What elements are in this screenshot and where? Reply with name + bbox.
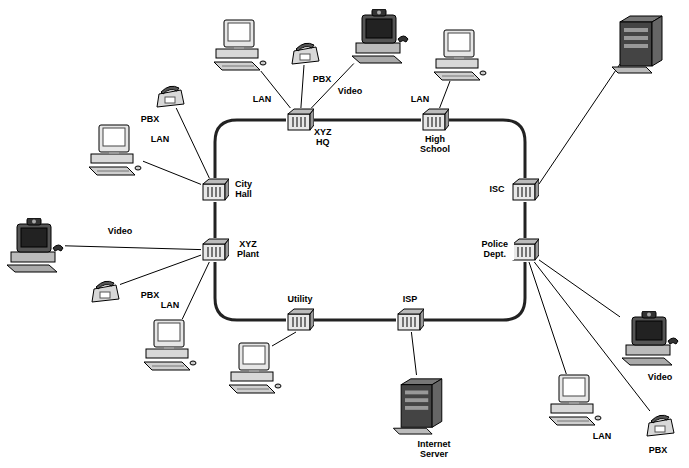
network-switch: Police Dept. (511, 238, 539, 262)
video-terminal-graphic (620, 311, 680, 366)
computer-icon: LAN (432, 29, 488, 81)
node-label: ISC (489, 185, 506, 195)
device-link (539, 260, 620, 317)
ring-link (314, 119, 421, 122)
computer-icon (229, 343, 281, 393)
node-label: Police Dept. (476, 240, 514, 260)
node-label: PBX (648, 446, 669, 456)
device-link (176, 108, 209, 178)
network-switch: ISP (396, 308, 424, 332)
phone-icon-graphic (90, 277, 120, 303)
video-terminal-graphic (350, 9, 410, 64)
device-link (311, 64, 353, 109)
device-link (65, 246, 201, 250)
video-terminal-graphic (5, 218, 65, 273)
phone-icon-graphic (290, 39, 320, 65)
phone-icon: PBX (645, 411, 675, 437)
device-link (411, 332, 416, 375)
phone-icon: PBX (90, 277, 120, 303)
node-label: Internet Server (417, 440, 452, 460)
network-switch: Utility (286, 308, 314, 332)
network-switch-graphic (286, 108, 314, 132)
computer-icon: LAN (212, 19, 268, 71)
node-label: PBX (140, 115, 161, 125)
network-switch: XYZ Plant (201, 238, 229, 262)
node-label: XYZ HQ (313, 128, 333, 148)
computer-icon-graphic (432, 29, 488, 81)
video-terminal: Video (350, 9, 410, 64)
computer-icon-graphic (142, 319, 198, 371)
device-link (301, 65, 304, 108)
device-link (120, 255, 201, 284)
node-label: LAN (160, 301, 181, 311)
node-label: LAN (150, 135, 171, 145)
video-terminal: Video (5, 218, 65, 273)
network-switch: City Hall (201, 178, 229, 202)
server-icon: Internet Server (393, 375, 448, 435)
phone-icon: PBX (290, 39, 320, 65)
phone-icon-graphic (645, 411, 675, 437)
node-label: ISP (402, 295, 419, 305)
leader-line (272, 332, 296, 346)
network-switch-graphic (286, 308, 314, 332)
leader-line (539, 64, 620, 184)
network-switch: XYZ HQ (286, 108, 314, 132)
network-switch-graphic (511, 178, 539, 202)
network-switch-graphic (201, 238, 229, 262)
ring-link (215, 262, 286, 320)
computer-icon: LAN (142, 319, 198, 371)
node-label: PBX (312, 75, 333, 85)
node-label: Utility (286, 295, 313, 305)
node-label: Video (647, 373, 673, 383)
network-switch-graphic (421, 108, 449, 132)
computer-icon: LAN (87, 124, 143, 176)
node-label: City Hall (234, 180, 253, 200)
network-switch-graphic (396, 308, 424, 332)
network-switch: ISC (511, 178, 539, 202)
ring-link (524, 202, 527, 238)
ring-link (215, 120, 286, 178)
node-label: Video (107, 227, 133, 237)
ring-link (314, 319, 396, 322)
ring-link (449, 120, 525, 178)
node-label: PBX (140, 291, 161, 301)
phone-icon: PBX (155, 82, 185, 108)
device-link (143, 161, 201, 184)
node-label: LAN (592, 432, 613, 442)
network-switch: High School (421, 108, 449, 132)
phone-icon-graphic (155, 82, 185, 108)
server-icon (612, 16, 662, 73)
ring-link (424, 262, 525, 320)
computer-icon-graphic (87, 124, 143, 176)
computer-icon-graphic (547, 374, 603, 426)
node-label: LAN (252, 95, 273, 105)
node-label: XYZ Plant (236, 240, 260, 260)
node-label: LAN (410, 95, 431, 105)
video-terminal: Video (620, 311, 680, 366)
computer-icon-graphic (212, 19, 268, 71)
network-switch-graphic (511, 238, 539, 262)
server-icon-graphic (393, 375, 448, 435)
node-label: High School (419, 135, 451, 155)
network-switch-graphic (201, 178, 229, 202)
ring-link (214, 202, 217, 238)
device-link (440, 81, 450, 108)
node-label: Video (337, 87, 363, 97)
device-link (182, 262, 209, 319)
computer-icon: LAN (547, 374, 603, 426)
